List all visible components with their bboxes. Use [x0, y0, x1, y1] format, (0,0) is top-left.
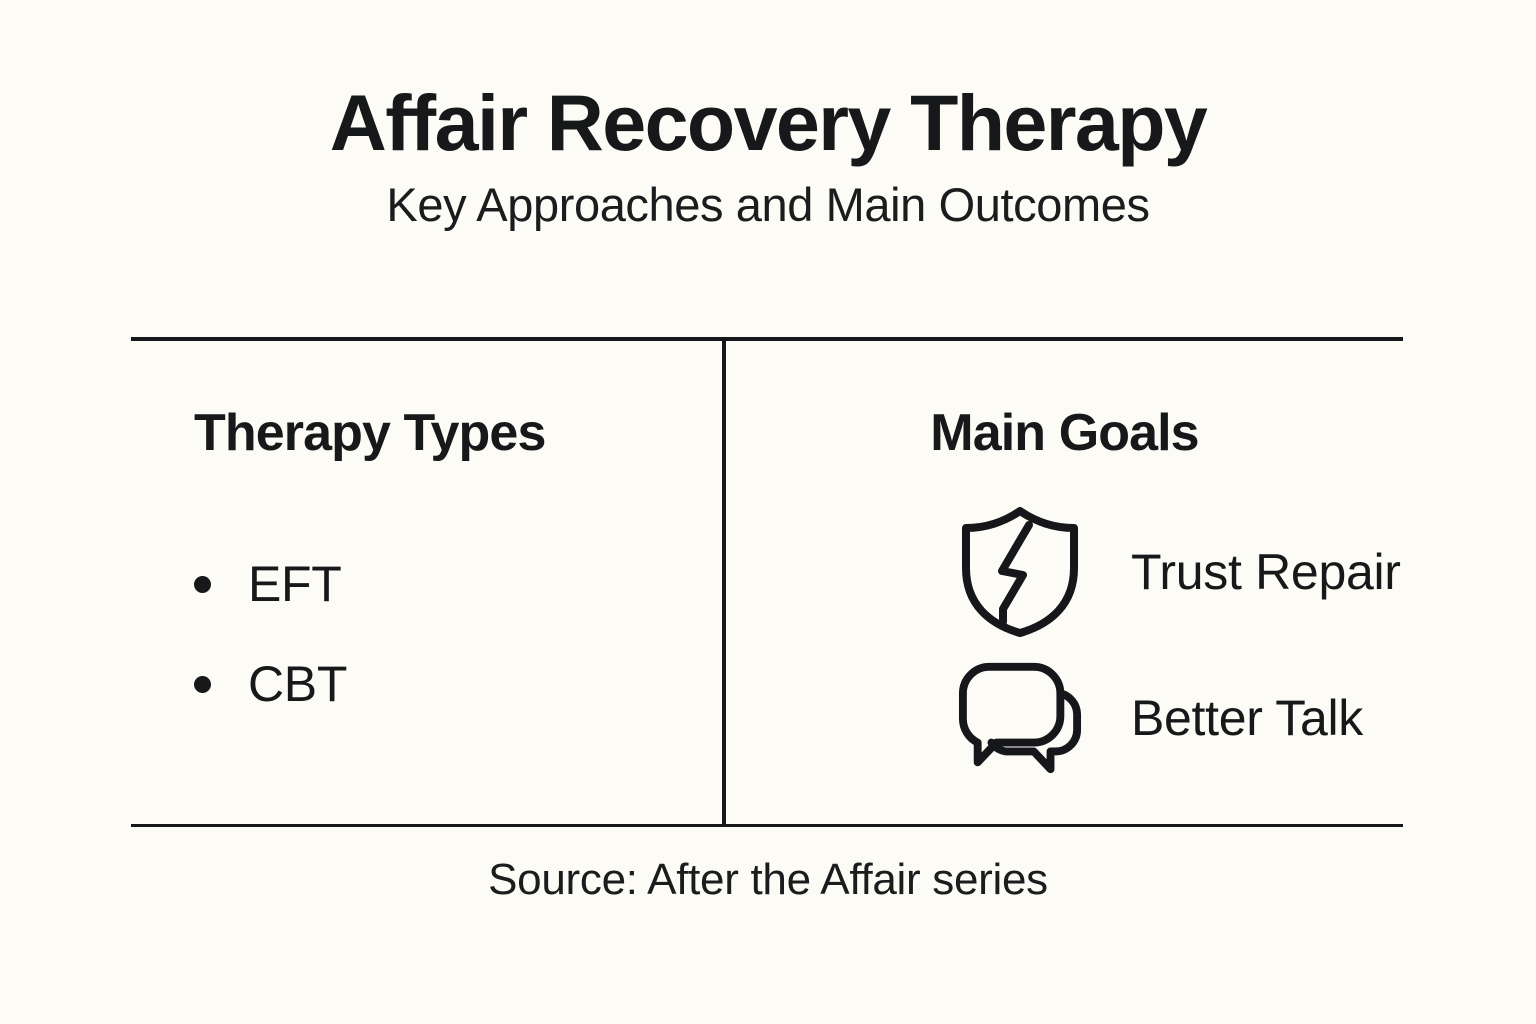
footer: Source: After the Affair series: [0, 855, 1536, 904]
therapy-types-list: EFT CBT: [194, 534, 347, 734]
list-item: EFT: [194, 534, 347, 634]
chat-bubbles-icon: [957, 660, 1083, 776]
list-item: CBT: [194, 634, 347, 734]
bullet-dot-icon: [194, 575, 211, 593]
page-title: Affair Recovery Therapy: [329, 78, 1208, 167]
table-top-rule: [131, 337, 1403, 341]
main-goals-list: Trust Repair Better Talk: [957, 499, 1401, 791]
bullet-dot-icon: [194, 675, 211, 693]
list-item: Better Talk: [957, 645, 1401, 791]
list-item-label: CBT: [248, 656, 348, 712]
list-item: Trust Repair: [957, 499, 1401, 645]
comparison-table: Therapy Types EFT CBT Main Goals: [131, 337, 1403, 827]
cracked-shield-icon: [957, 506, 1083, 638]
column-main-goals: Main Goals Trust Repair: [726, 337, 1403, 826]
table-column-divider: [722, 337, 726, 827]
column-heading-therapy-types: Therapy Types: [194, 404, 546, 462]
column-therapy-types: Therapy Types EFT CBT: [131, 337, 722, 826]
header: Affair Recovery Therapy Key Approaches a…: [0, 0, 1536, 232]
list-item-label: Better Talk: [1131, 690, 1364, 746]
list-item-label: EFT: [248, 556, 342, 612]
list-item-label: Trust Repair: [1131, 544, 1401, 600]
table-bottom-rule: [131, 824, 1403, 827]
page-subtitle: Key Approaches and Main Outcomes: [386, 178, 1150, 232]
column-heading-main-goals: Main Goals: [930, 404, 1199, 462]
source-note: Source: After the Affair series: [488, 855, 1048, 904]
